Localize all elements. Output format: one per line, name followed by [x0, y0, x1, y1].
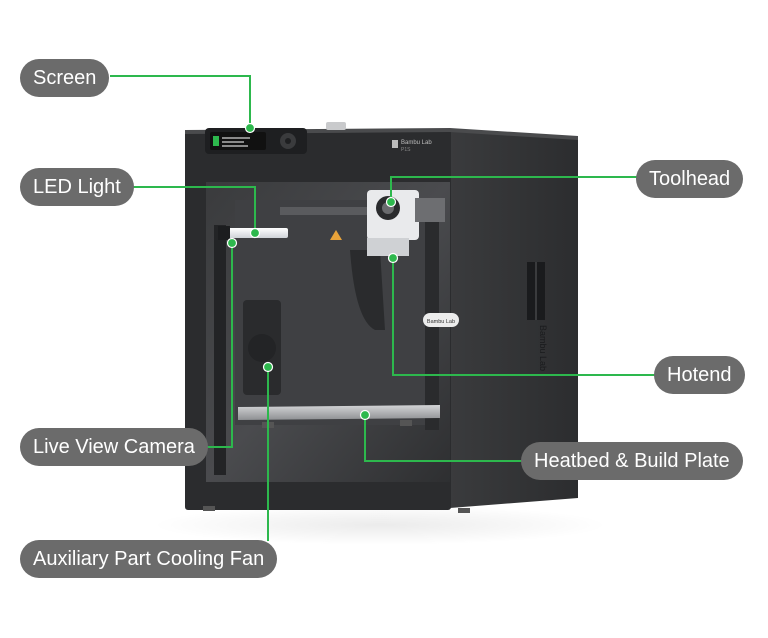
foot-left [203, 506, 215, 511]
dot-toolhead [385, 196, 397, 208]
door-hinge [214, 225, 226, 475]
cable-chain [350, 250, 385, 330]
gantry-rod [280, 207, 445, 215]
dot-hotend [387, 252, 399, 264]
dot-auxiliary-fan [262, 361, 274, 373]
callout-toolhead: Toolhead [636, 160, 744, 198]
floor-shadow [150, 505, 610, 545]
build-plate [238, 405, 440, 420]
callout-auxiliary-fan: Auxiliary Part Cooling Fan [20, 540, 278, 578]
dot-live-view-camera [226, 237, 238, 249]
leader-hotend [392, 258, 655, 376]
leader-lines [110, 75, 655, 541]
leader-led-light [130, 186, 256, 233]
leader-dots [226, 122, 399, 421]
callout-led-light: LED Light [20, 168, 134, 206]
leader-heatbed [364, 415, 522, 462]
dot-led-light [249, 227, 261, 239]
warning-sign [330, 230, 342, 240]
door-label [423, 313, 459, 327]
callout-hotend: Hotend [654, 356, 745, 394]
leader-toolhead [390, 176, 637, 202]
foot-right [458, 508, 470, 513]
leader-live-view-camera [207, 243, 233, 448]
callout-heatbed: Heatbed & Build Plate [521, 442, 743, 480]
callout-live-view-camera: Live View Camera [20, 428, 208, 466]
model-text: P1S [401, 147, 411, 153]
leader-screen [110, 75, 251, 128]
brand-logo-icon [392, 140, 398, 148]
top-knob [326, 122, 346, 130]
printer-side-panel [450, 130, 578, 508]
side-brand-text: Bambu Lab [538, 325, 548, 371]
dot-heatbed [359, 409, 371, 421]
brand-text-top: Bambu Lab [401, 140, 432, 146]
callout-screen: Screen [20, 59, 110, 97]
door-label-text: Bambu Lab [427, 319, 455, 325]
dot-screen [244, 122, 256, 134]
